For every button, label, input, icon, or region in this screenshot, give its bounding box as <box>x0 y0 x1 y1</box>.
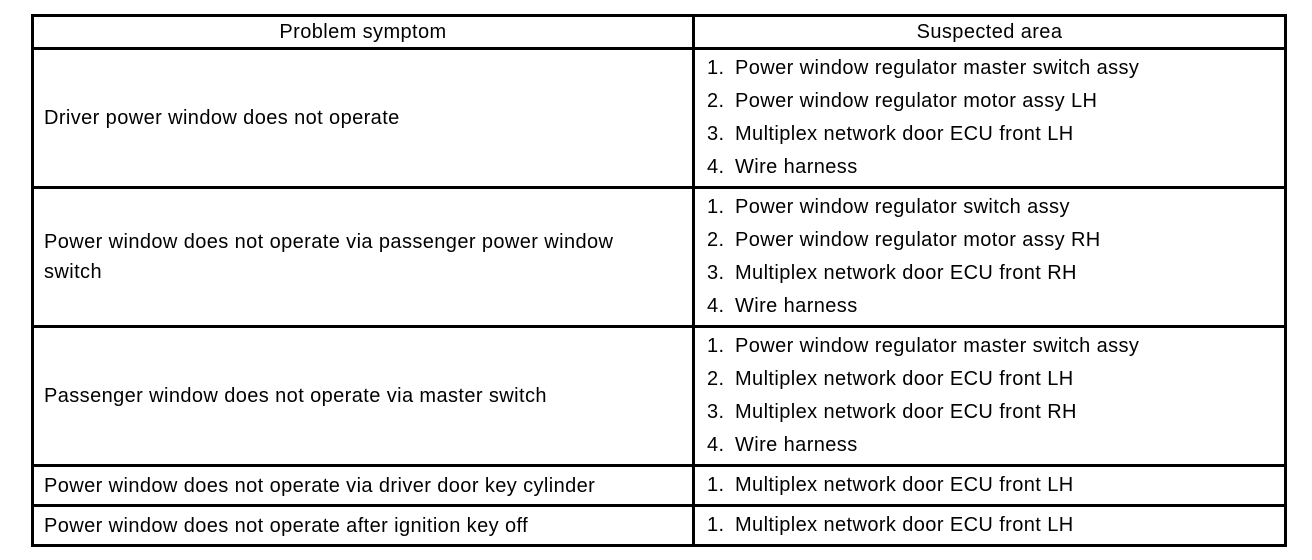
area-list-item: 1. Power window regulator master switch a… <box>707 330 1278 363</box>
table-body: Driver power window does not operate 1. P… <box>31 47 1287 547</box>
suspected-area-list: 1. Multiplex network door ECU front LH <box>695 467 1284 504</box>
item-number: 1. <box>707 474 725 496</box>
item-text: Power window regulator switch assy <box>735 196 1070 218</box>
suspected-area-cell: 1. Multiplex network door ECU front LH <box>692 464 1287 507</box>
column-header-problem-symptom: Problem symptom <box>31 14 695 50</box>
item-number: 4. <box>707 156 725 178</box>
item-text: Multiplex network door ECU front LH <box>735 123 1074 145</box>
symptom-cell: Power window does not operate via passen… <box>31 186 695 328</box>
item-text: Multiplex network door ECU front RH <box>735 401 1077 423</box>
item-number: 2. <box>707 368 725 390</box>
area-list-item: 1. Multiplex network door ECU front LH <box>707 509 1278 542</box>
area-list-item: 1. Power window regulator master switch a… <box>707 52 1278 85</box>
area-list-item: 3. Multiplex network door ECU front RH <box>707 257 1278 290</box>
item-text: Power window regulator master switch ass… <box>735 335 1140 357</box>
item-number: 1. <box>707 335 725 357</box>
symptom-cell: Power window does not operate after igni… <box>31 504 695 547</box>
item-text: Wire harness <box>735 295 858 317</box>
symptom-text: Driver power window does not operate <box>44 107 400 129</box>
area-list-item: 1. Multiplex network door ECU front LH <box>707 469 1278 502</box>
item-text: Wire harness <box>735 434 858 456</box>
column-header-suspected-area: Suspected area <box>692 14 1287 50</box>
suspected-area-list: 1. Power window regulator switch assy 2. Po… <box>695 189 1284 325</box>
symptom-cell: Power window does not operate via driver… <box>31 464 695 507</box>
table-row: Power window does not operate via driver… <box>31 464 1287 507</box>
item-number: 4. <box>707 434 725 456</box>
item-number: 1. <box>707 196 725 218</box>
item-number: 3. <box>707 262 725 284</box>
symptom-text: Power window does not operate via driver… <box>44 474 596 497</box>
item-text: Power window regulator master switch ass… <box>735 57 1140 79</box>
header-row: Problem symptom Suspected area <box>31 14 1287 50</box>
item-text: Multiplex network door ECU front LH <box>735 474 1074 496</box>
suspected-area-cell: 1. Power window regulator switch assy 2. Po… <box>692 186 1287 328</box>
area-list-item: 3. Multiplex network door ECU front RH <box>707 396 1278 429</box>
area-list-item: 1. Power window regulator switch assy <box>707 191 1278 224</box>
symptom-cell: Passenger window does not operate via ma… <box>31 325 695 467</box>
table-row: Power window does not operate via passen… <box>31 186 1287 328</box>
suspected-area-cell: 1. Multiplex network door ECU front LH <box>692 504 1287 547</box>
area-list-item: 2. Power window regulator motor assy LH <box>707 85 1278 118</box>
item-text: Multiplex network door ECU front LH <box>735 368 1074 390</box>
item-number: 2. <box>707 90 725 112</box>
area-list-item: 3. Multiplex network door ECU front LH <box>707 118 1278 151</box>
table-row: Passenger window does not operate via ma… <box>31 325 1287 467</box>
troubleshooting-table: Problem symptom Suspected area Driver po… <box>31 14 1287 547</box>
item-text: Multiplex network door ECU front LH <box>735 514 1074 536</box>
area-list-item: 2. Power window regulator motor assy RH <box>707 224 1278 257</box>
area-list-item: 4. Wire harness <box>707 429 1278 462</box>
symptom-text: Power window does not operate via passen… <box>44 231 614 283</box>
suspected-area-list: 1. Power window regulator master switch a… <box>695 328 1284 464</box>
item-number: 1. <box>707 514 725 536</box>
suspected-area-list: 1. Power window regulator master switch a… <box>695 50 1284 186</box>
suspected-area-cell: 1. Power window regulator master switch a… <box>692 325 1287 467</box>
area-list-item: 4. Wire harness <box>707 290 1278 323</box>
symptom-text: Power window does not operate after igni… <box>44 514 529 537</box>
suspected-area-cell: 1. Power window regulator master switch a… <box>692 47 1287 189</box>
item-number: 2. <box>707 229 725 251</box>
symptom-text: Passenger window does not operate via ma… <box>44 385 547 407</box>
item-text: Power window regulator motor assy RH <box>735 229 1101 251</box>
item-text: Multiplex network door ECU front RH <box>735 262 1077 284</box>
item-number: 1. <box>707 57 725 79</box>
table-row: Driver power window does not operate 1. P… <box>31 47 1287 189</box>
suspected-area-list: 1. Multiplex network door ECU front LH <box>695 507 1284 544</box>
table-row: Power window does not operate after igni… <box>31 504 1287 547</box>
symptom-cell: Driver power window does not operate <box>31 47 695 189</box>
item-text: Power window regulator motor assy LH <box>735 90 1098 112</box>
area-list-item: 2. Multiplex network door ECU front LH <box>707 363 1278 396</box>
area-list-item: 4. Wire harness <box>707 151 1278 184</box>
item-number: 3. <box>707 401 725 423</box>
item-text: Wire harness <box>735 156 858 178</box>
item-number: 3. <box>707 123 725 145</box>
item-number: 4. <box>707 295 725 317</box>
